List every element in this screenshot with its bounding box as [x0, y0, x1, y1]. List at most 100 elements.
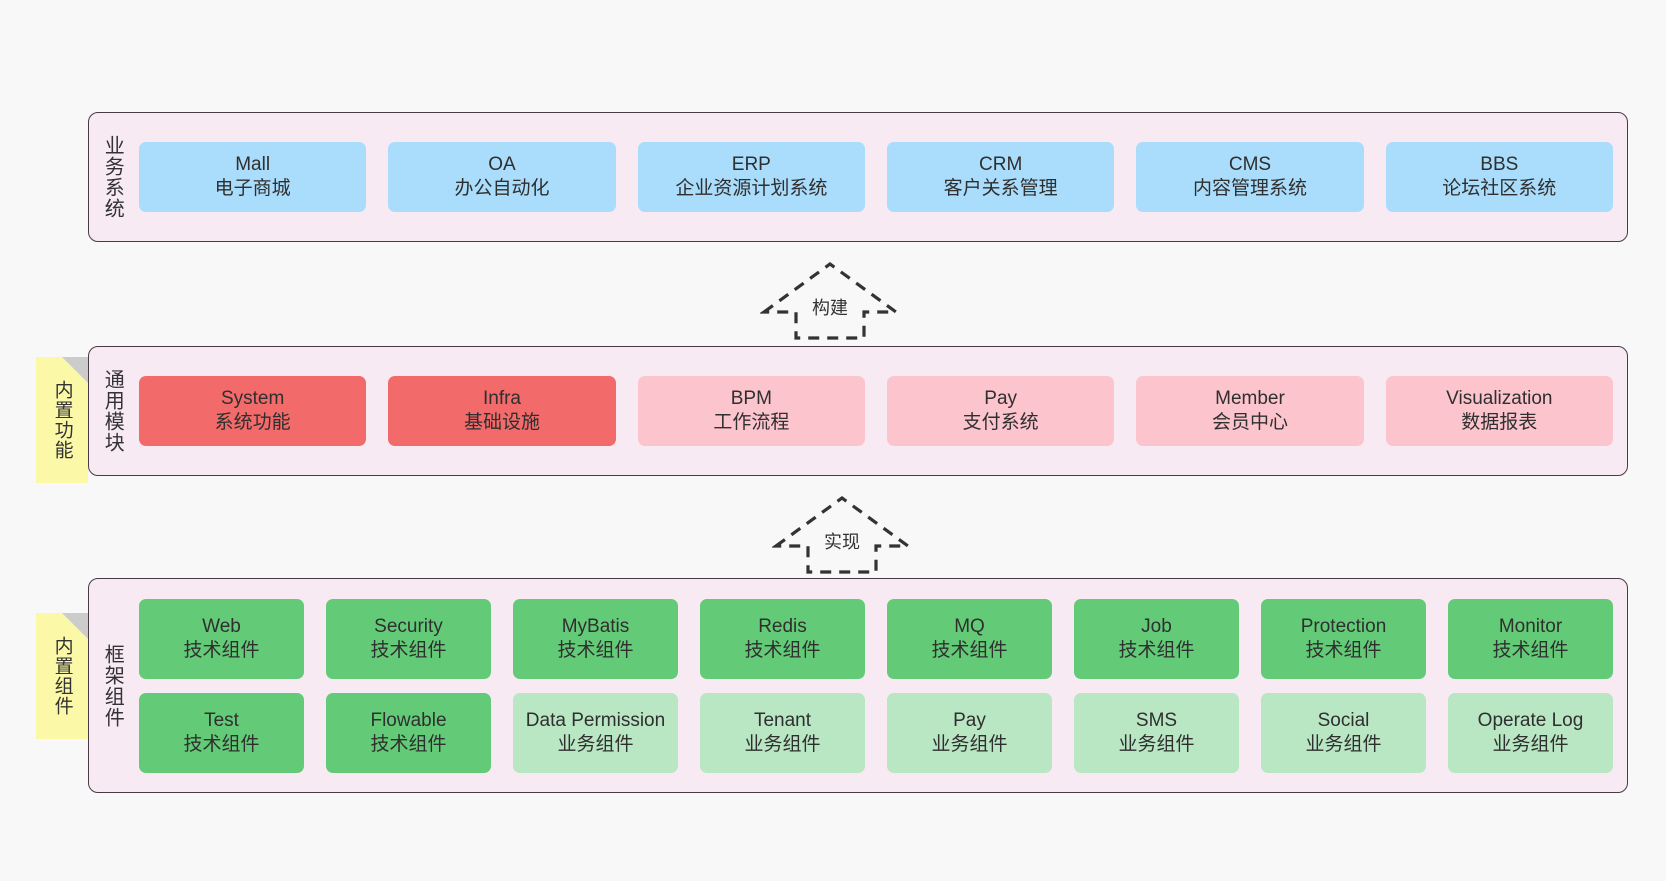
card-pay[interactable]: Pay 支付系统 [886, 376, 1115, 446]
sticky-note-label: 内置组件 [51, 636, 73, 716]
layer-title-framework-components: 框架组件 [101, 643, 124, 728]
card-subtitle: 支付系统 [962, 412, 1039, 433]
card-title: Pay [984, 388, 1018, 410]
card-redis[interactable]: Redis 技术组件 [700, 598, 865, 679]
card-subtitle: 工作流程 [713, 412, 790, 433]
card-subtitle: 技术组件 [1492, 639, 1569, 661]
card-subtitle: 数据报表 [1461, 412, 1538, 433]
card-tenant[interactable]: Tenant 业务组件 [700, 692, 865, 773]
card-title: System [220, 388, 285, 410]
card-security[interactable]: Security 技术组件 [326, 598, 491, 679]
card-pay-business[interactable]: Pay 业务组件 [887, 692, 1052, 773]
card-mq[interactable]: MQ 技术组件 [887, 598, 1052, 679]
card-bpm[interactable]: BPM 工作流程 [637, 376, 865, 446]
card-mybatis[interactable]: MyBatis 技术组件 [513, 598, 678, 679]
card-subtitle: 论坛社区系统 [1442, 178, 1557, 199]
card-social[interactable]: Social 业务组件 [1261, 692, 1426, 773]
layer-body-common-modules: System 系统功能 Infra 基础设施 BPM 工作流程 Pay 支付系统… [135, 347, 1627, 475]
card-subtitle: 技术组件 [1118, 639, 1195, 661]
card-sms[interactable]: SMS 业务组件 [1074, 692, 1239, 773]
card-row: Web 技术组件 Security 技术组件 MyBatis 技术组件 Redi… [139, 598, 1613, 679]
card-subtitle: 技术组件 [1305, 639, 1382, 661]
card-mall[interactable]: Mall 电子商城 [139, 142, 367, 212]
card-bbs[interactable]: BBS 论坛社区系统 [1385, 142, 1613, 212]
card-oa[interactable]: OA 办公自动化 [388, 142, 616, 212]
connector-build-label: 构建 [810, 294, 850, 320]
card-title: Security [374, 615, 443, 637]
card-crm[interactable]: CRM 客户关系管理 [886, 142, 1115, 212]
card-monitor[interactable]: Monitor 技术组件 [1448, 598, 1613, 679]
card-subtitle: 技术组件 [183, 733, 260, 755]
card-title: Pay [953, 709, 986, 731]
card-data-permission[interactable]: Data Permission 业务组件 [513, 692, 678, 773]
card-test[interactable]: Test 技术组件 [139, 692, 304, 773]
card-title: Tenant [753, 709, 812, 731]
layer-title-common-modules: 通用模块 [101, 369, 124, 453]
card-title: SMS [1135, 709, 1178, 731]
card-title: Web [202, 615, 241, 637]
card-subtitle: 系统功能 [214, 412, 291, 433]
card-protection[interactable]: Protection 技术组件 [1261, 598, 1426, 679]
connector-implement-label: 实现 [822, 528, 862, 554]
card-erp[interactable]: ERP 企业资源计划系统 [637, 142, 865, 212]
sticky-note-builtin-features: 内置功能 [36, 357, 88, 483]
layer-body-business-systems: Mall 电子商城 OA 办公自动化 ERP 企业资源计划系统 CRM 客户关系… [135, 113, 1627, 241]
sticky-note-builtin-components: 内置组件 [36, 613, 88, 739]
card-title: CMS [1228, 154, 1272, 176]
card-subtitle: 企业资源计划系统 [675, 178, 828, 199]
card-title: Job [1141, 615, 1172, 637]
card-title: Test [204, 709, 239, 731]
layer-body-framework-components: Web 技术组件 Security 技术组件 MyBatis 技术组件 Redi… [135, 579, 1627, 792]
card-title: Flowable [370, 709, 447, 731]
card-title: Monitor [1498, 615, 1563, 637]
card-title: ERP [731, 154, 771, 176]
card-title: CRM [979, 154, 1023, 176]
card-subtitle: 业务组件 [931, 733, 1008, 755]
card-flowable[interactable]: Flowable 技术组件 [326, 692, 491, 773]
card-title: Infra [482, 388, 521, 410]
connector-implement: 实现 [772, 492, 912, 576]
card-subtitle: 会员中心 [1211, 412, 1288, 433]
card-subtitle: 内容管理系统 [1192, 178, 1307, 199]
card-visualization[interactable]: Visualization 数据报表 [1385, 376, 1613, 446]
card-title: OA [488, 154, 516, 176]
card-subtitle: 技术组件 [370, 639, 447, 661]
card-web[interactable]: Web 技术组件 [139, 598, 304, 679]
note-fold-corner-icon [62, 357, 88, 383]
card-subtitle: 技术组件 [370, 733, 447, 755]
sticky-note-label: 内置功能 [51, 380, 73, 460]
card-system[interactable]: System 系统功能 [139, 376, 367, 446]
card-subtitle: 业务组件 [1305, 733, 1382, 755]
card-title: Operate Log [1477, 709, 1584, 731]
card-title: Data Permission [525, 709, 666, 731]
card-subtitle: 业务组件 [557, 733, 634, 755]
card-infra[interactable]: Infra 基础设施 [388, 376, 616, 446]
layer-business-systems: 业务系统 Mall 电子商城 OA 办公自动化 ERP 企业资源计划系统 CRM… [88, 112, 1628, 242]
card-cms[interactable]: CMS 内容管理系统 [1136, 142, 1364, 212]
card-title: Redis [758, 615, 807, 637]
card-title: Member [1215, 388, 1285, 410]
card-title: Protection [1300, 615, 1387, 637]
layer-common-modules: 通用模块 System 系统功能 Infra 基础设施 BPM 工作流程 Pay… [88, 346, 1628, 476]
layer-title-business-systems: 业务系统 [101, 135, 124, 219]
implement-arrow-icon [772, 496, 912, 574]
card-title: Social [1317, 709, 1370, 731]
card-title: BPM [730, 388, 772, 410]
card-subtitle: 电子商城 [214, 178, 291, 199]
card-job[interactable]: Job 技术组件 [1074, 598, 1239, 679]
card-title: Mall [235, 154, 271, 176]
card-operate-log[interactable]: Operate Log 业务组件 [1448, 692, 1613, 773]
card-subtitle: 技术组件 [931, 639, 1008, 661]
card-subtitle: 技术组件 [557, 639, 634, 661]
card-subtitle: 业务组件 [1118, 733, 1195, 755]
layer-framework-components: 框架组件 Web 技术组件 Security 技术组件 MyBatis 技术组件… [88, 578, 1628, 793]
card-title: MQ [954, 615, 985, 637]
card-subtitle: 办公自动化 [454, 178, 550, 199]
note-fold-corner-icon [62, 613, 88, 639]
card-subtitle: 基础设施 [463, 412, 540, 433]
card-member[interactable]: Member 会员中心 [1136, 376, 1364, 446]
card-subtitle: 业务组件 [744, 733, 821, 755]
card-row: Test 技术组件 Flowable 技术组件 Data Permission … [139, 692, 1613, 773]
card-row: Mall 电子商城 OA 办公自动化 ERP 企业资源计划系统 CRM 客户关系… [139, 142, 1613, 212]
